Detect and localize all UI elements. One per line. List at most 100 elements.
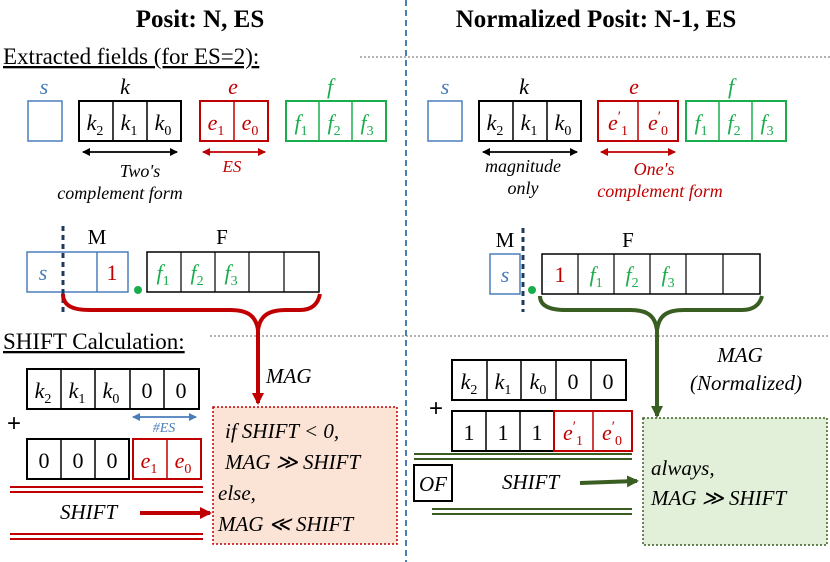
left-k-label: k <box>120 74 131 99</box>
left-result-line-4: MAG ≪ SHIFT <box>217 512 354 536</box>
left-k-row: k2 k1 k0 0 0 <box>26 368 200 410</box>
svg-text:f1: f1 <box>156 260 169 289</box>
extract-heading: Extracted fields (for ES=2): <box>3 44 259 69</box>
right-s-cell-text: s <box>501 262 510 287</box>
left-es-note: ES <box>222 157 242 176</box>
left-f1: f1 <box>294 110 307 139</box>
svg-text:1: 1 <box>532 420 543 445</box>
right-shift-arrow <box>579 475 639 488</box>
right-f-box: f1 f2 f3 <box>685 100 787 142</box>
right-result-line-2: MAG ≫ SHIFT <box>650 486 787 510</box>
svg-text:k0: k0 <box>103 378 120 407</box>
left-k-note-1: Two's <box>120 161 161 181</box>
svg-text:0: 0 <box>568 369 579 394</box>
left-f2: f2 <box>327 110 340 139</box>
left-shift-label: SHIFT <box>60 500 118 524</box>
left-fields: s k e f k2 k1 k0 e1 e0 f1 f2 f3 <box>27 74 387 203</box>
left-e1: e1 <box>208 110 225 139</box>
right-k0: k0 <box>555 110 572 139</box>
right-e0-prime: e′0 <box>648 109 668 139</box>
svg-text:k1: k1 <box>495 369 512 398</box>
svg-text:k1: k1 <box>69 378 86 407</box>
svg-text:1: 1 <box>464 420 475 445</box>
left-e-box: e1 e0 <box>199 100 269 142</box>
right-f1: f1 <box>694 110 707 139</box>
right-s-cell <box>427 100 463 142</box>
right-f3: f3 <box>760 110 773 139</box>
svg-text:e′1: e′1 <box>563 419 583 449</box>
right-e-note-1: One's <box>634 159 675 179</box>
svg-text:e1: e1 <box>141 448 158 477</box>
svg-text:0: 0 <box>176 378 187 403</box>
left-result-line-3: else, <box>218 481 256 505</box>
right-one-cell: 1 <box>555 262 566 287</box>
left-result-line-2: MAG ≫ SHIFT <box>224 450 361 474</box>
right-result-box <box>642 417 828 546</box>
left-mf-register: M F s 1 f1 f2 f3 <box>26 225 322 331</box>
svg-text:0: 0 <box>142 378 153 403</box>
right-shift-calc: MAG (Normalized) k2 k1 k0 0 0 + 1 1 1 e′… <box>413 330 828 546</box>
svg-text:0: 0 <box>39 448 50 473</box>
right-s-label: s <box>441 74 450 99</box>
right-mag-label-1: MAG <box>716 343 763 367</box>
svg-text:f2: f2 <box>625 262 638 291</box>
left-f-big-label: F <box>216 225 228 249</box>
left-e-label: e <box>228 74 238 99</box>
svg-text:0: 0 <box>107 448 118 473</box>
right-e-label: e <box>629 74 639 99</box>
left-s-m-box <box>26 251 129 293</box>
svg-text:e′0: e′0 <box>602 419 622 449</box>
right-of-label: OF <box>419 472 447 496</box>
right-k2: k2 <box>487 110 504 139</box>
svg-text:e0: e0 <box>175 448 192 477</box>
left-hash-es: #ES <box>153 421 176 436</box>
svg-text:f3: f3 <box>224 260 237 289</box>
right-f2: f2 <box>727 110 740 139</box>
right-k-label: k <box>519 74 530 99</box>
right-mf-register: M F s 1 f1 f2 f3 <box>489 228 764 331</box>
left-e0: e0 <box>242 110 259 139</box>
right-k-note-1: magnitude <box>485 156 561 176</box>
left-f3: f3 <box>360 110 373 139</box>
right-of-box <box>413 464 453 502</box>
right-mag-label-2: (Normalized) <box>690 371 802 395</box>
left-k1: k1 <box>121 110 138 139</box>
left-s-cell <box>27 100 63 142</box>
right-plus: + <box>429 395 443 422</box>
right-k-box: k2 k1 k0 <box>478 100 582 142</box>
left-k-box: k2 k1 k0 <box>78 100 182 142</box>
right-e1-prime: e′1 <box>608 109 628 139</box>
svg-text:f3: f3 <box>661 262 674 291</box>
left-result-line-1: if SHIFT < 0, <box>225 419 339 443</box>
right-e-note-2: complement form <box>597 181 722 201</box>
left-s-label: s <box>40 74 49 99</box>
right-binary-point <box>528 286 536 294</box>
left-plus: + <box>7 410 21 437</box>
left-result-box <box>212 406 398 545</box>
left-f-box: f1 f2 f3 <box>285 100 387 142</box>
svg-text:0: 0 <box>603 369 614 394</box>
left-e-row: 0 0 0 e1 e0 <box>26 438 202 480</box>
svg-text:k2: k2 <box>461 369 478 398</box>
right-f-big-label: F <box>622 228 634 252</box>
right-k-note-2: only <box>508 178 539 198</box>
right-f-label: f <box>728 74 737 99</box>
left-mag-label: MAG <box>265 364 312 388</box>
right-mag-brace <box>538 295 764 331</box>
right-fields: s k e f k2 k1 k0 e′1 e′0 f1 f2 f3 <box>427 74 787 201</box>
right-k1: k1 <box>521 110 538 139</box>
left-shift-calc: MAG k2 k1 k0 0 0 + #ES 0 0 0 e1 e0 <box>7 330 398 545</box>
right-e-box: e′1 e′0 <box>597 100 679 142</box>
right-title: Normalized Posit: N-1, ES <box>456 6 737 33</box>
svg-text:k0: k0 <box>530 369 547 398</box>
right-shift-label: SHIFT <box>502 470 560 494</box>
left-k0: k0 <box>155 110 172 139</box>
left-mag-brace <box>61 293 322 331</box>
right-e-row: 1 1 1 e′1 e′0 <box>451 410 633 452</box>
svg-text:f1: f1 <box>589 262 602 291</box>
left-k2: k2 <box>87 110 104 139</box>
left-f-label: f <box>327 74 336 99</box>
left-m-label: M <box>88 225 107 249</box>
left-k-note-2: complement form <box>57 183 182 203</box>
